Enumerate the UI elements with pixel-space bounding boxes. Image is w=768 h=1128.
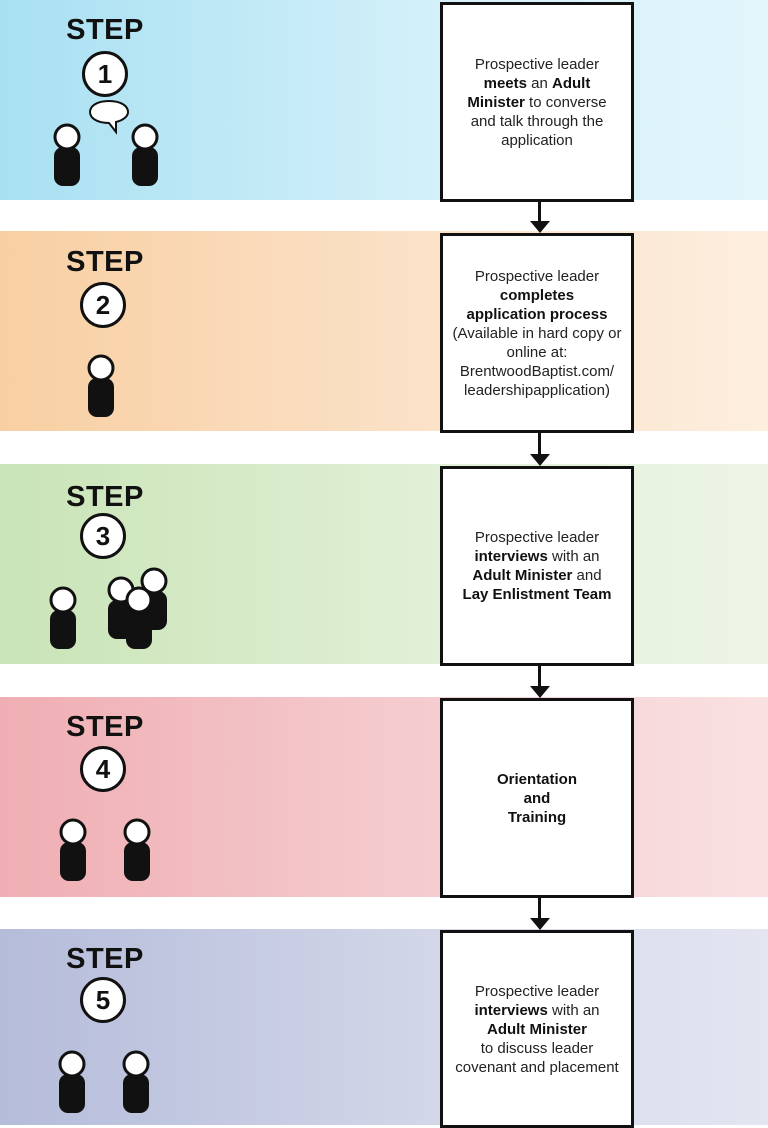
box-line: online at: <box>453 343 622 362</box>
box-line: meets an Adult <box>467 74 606 93</box>
box-line: Prospective leader <box>463 528 612 547</box>
box-line: BrentwoodBaptist.com/ <box>453 362 622 381</box>
arrow-4-5-head <box>530 918 550 930</box>
box-line: covenant and placement <box>455 1058 618 1077</box>
arrow-4-5 <box>538 898 541 919</box>
bold-text: interviews <box>474 1001 548 1019</box>
text: leadershipapplication) <box>464 381 610 399</box>
text: and talk through the <box>470 112 604 130</box>
bold-text: Minister <box>467 93 525 111</box>
box-line: Adult Minister <box>455 1020 618 1039</box>
bold-text: Lay Enlistment Team <box>462 586 612 603</box>
box-line: and <box>497 789 577 808</box>
box-line: Lay Enlistment Team <box>463 585 612 604</box>
text: Prospective leader <box>474 982 600 1000</box>
step-5-label: STEP <box>66 943 144 975</box>
person-icon <box>59 818 87 881</box>
bold-text: Training <box>507 808 567 826</box>
arrow-2-3-head <box>530 454 550 466</box>
step-2-band <box>0 231 768 431</box>
bold-text: application process <box>466 305 608 323</box>
person-icon <box>131 123 159 186</box>
text: to converse <box>524 93 607 111</box>
text: with an <box>547 548 600 565</box>
arrow-3-4-head <box>530 686 550 698</box>
bold-text: Adult <box>552 74 591 92</box>
bold-text: completes <box>499 286 575 304</box>
box-line: (Available in hard copy or <box>453 324 622 343</box>
bold-text: and <box>523 789 551 807</box>
box-line: Prospective leader <box>467 55 606 74</box>
text: Prospective leader <box>474 529 600 546</box>
box-line: leadershipapplication) <box>453 381 622 400</box>
arrow-2-3 <box>538 433 541 455</box>
text: online at: <box>506 343 568 361</box>
box-line: Prospective leader <box>453 267 622 286</box>
person-icon <box>123 818 151 881</box>
box-line: application <box>467 131 606 150</box>
step-1-number: 1 <box>82 51 128 97</box>
box-line: and talk through the <box>467 112 606 131</box>
box-line: application process <box>453 305 622 324</box>
step-4-label: STEP <box>66 711 144 743</box>
box-line: to discuss leader <box>455 1039 618 1058</box>
person-icon <box>49 586 77 649</box>
bold-text: Orientation <box>496 770 577 788</box>
box-line: interviews with an <box>463 547 612 566</box>
person-icon <box>87 354 115 417</box>
speech-bubble-icon <box>88 99 130 135</box>
step-2-label: STEP <box>66 246 144 278</box>
box-line: Prospective leader <box>455 982 618 1001</box>
step-3-label: STEP <box>66 481 144 513</box>
step-1-band <box>0 0 768 200</box>
text: covenant and placement <box>455 1058 619 1076</box>
arrow-1-2 <box>538 202 541 222</box>
text: and <box>572 567 602 584</box>
box-line: Adult Minister and <box>463 566 612 585</box>
bold-text: meets <box>483 74 527 92</box>
text: (Available in hard copy or <box>452 324 622 342</box>
step-3-number: 3 <box>80 513 126 559</box>
text: with an <box>547 1001 600 1019</box>
box-line: Orientation <box>497 770 577 789</box>
box-line: Training <box>497 808 577 827</box>
text: Prospective leader <box>474 267 600 285</box>
step-2-number: 2 <box>80 282 126 328</box>
step-5-number: 5 <box>80 977 126 1023</box>
text: to discuss leader <box>480 1039 594 1057</box>
person-icon <box>58 1050 86 1113</box>
person-icon <box>122 1050 150 1113</box>
person-icon <box>125 586 153 649</box>
bold-text: Adult Minister <box>486 1020 587 1038</box>
arrow-1-2-head <box>530 221 550 233</box>
text: Prospective leader <box>474 55 600 73</box>
step-1-label: STEP <box>66 14 144 46</box>
box-line: completes <box>453 286 622 305</box>
box-line: Minister to converse <box>467 93 606 112</box>
person-icon <box>53 123 81 186</box>
bold-text: interviews <box>474 548 548 565</box>
text: BrentwoodBaptist.com/ <box>459 362 615 380</box>
bold-text: Adult Minister <box>472 567 573 584</box>
step-4-number: 4 <box>80 746 126 792</box>
box-line: interviews with an <box>455 1001 618 1020</box>
text: application <box>501 131 573 149</box>
text: an <box>526 74 553 92</box>
arrow-3-4 <box>538 666 541 687</box>
